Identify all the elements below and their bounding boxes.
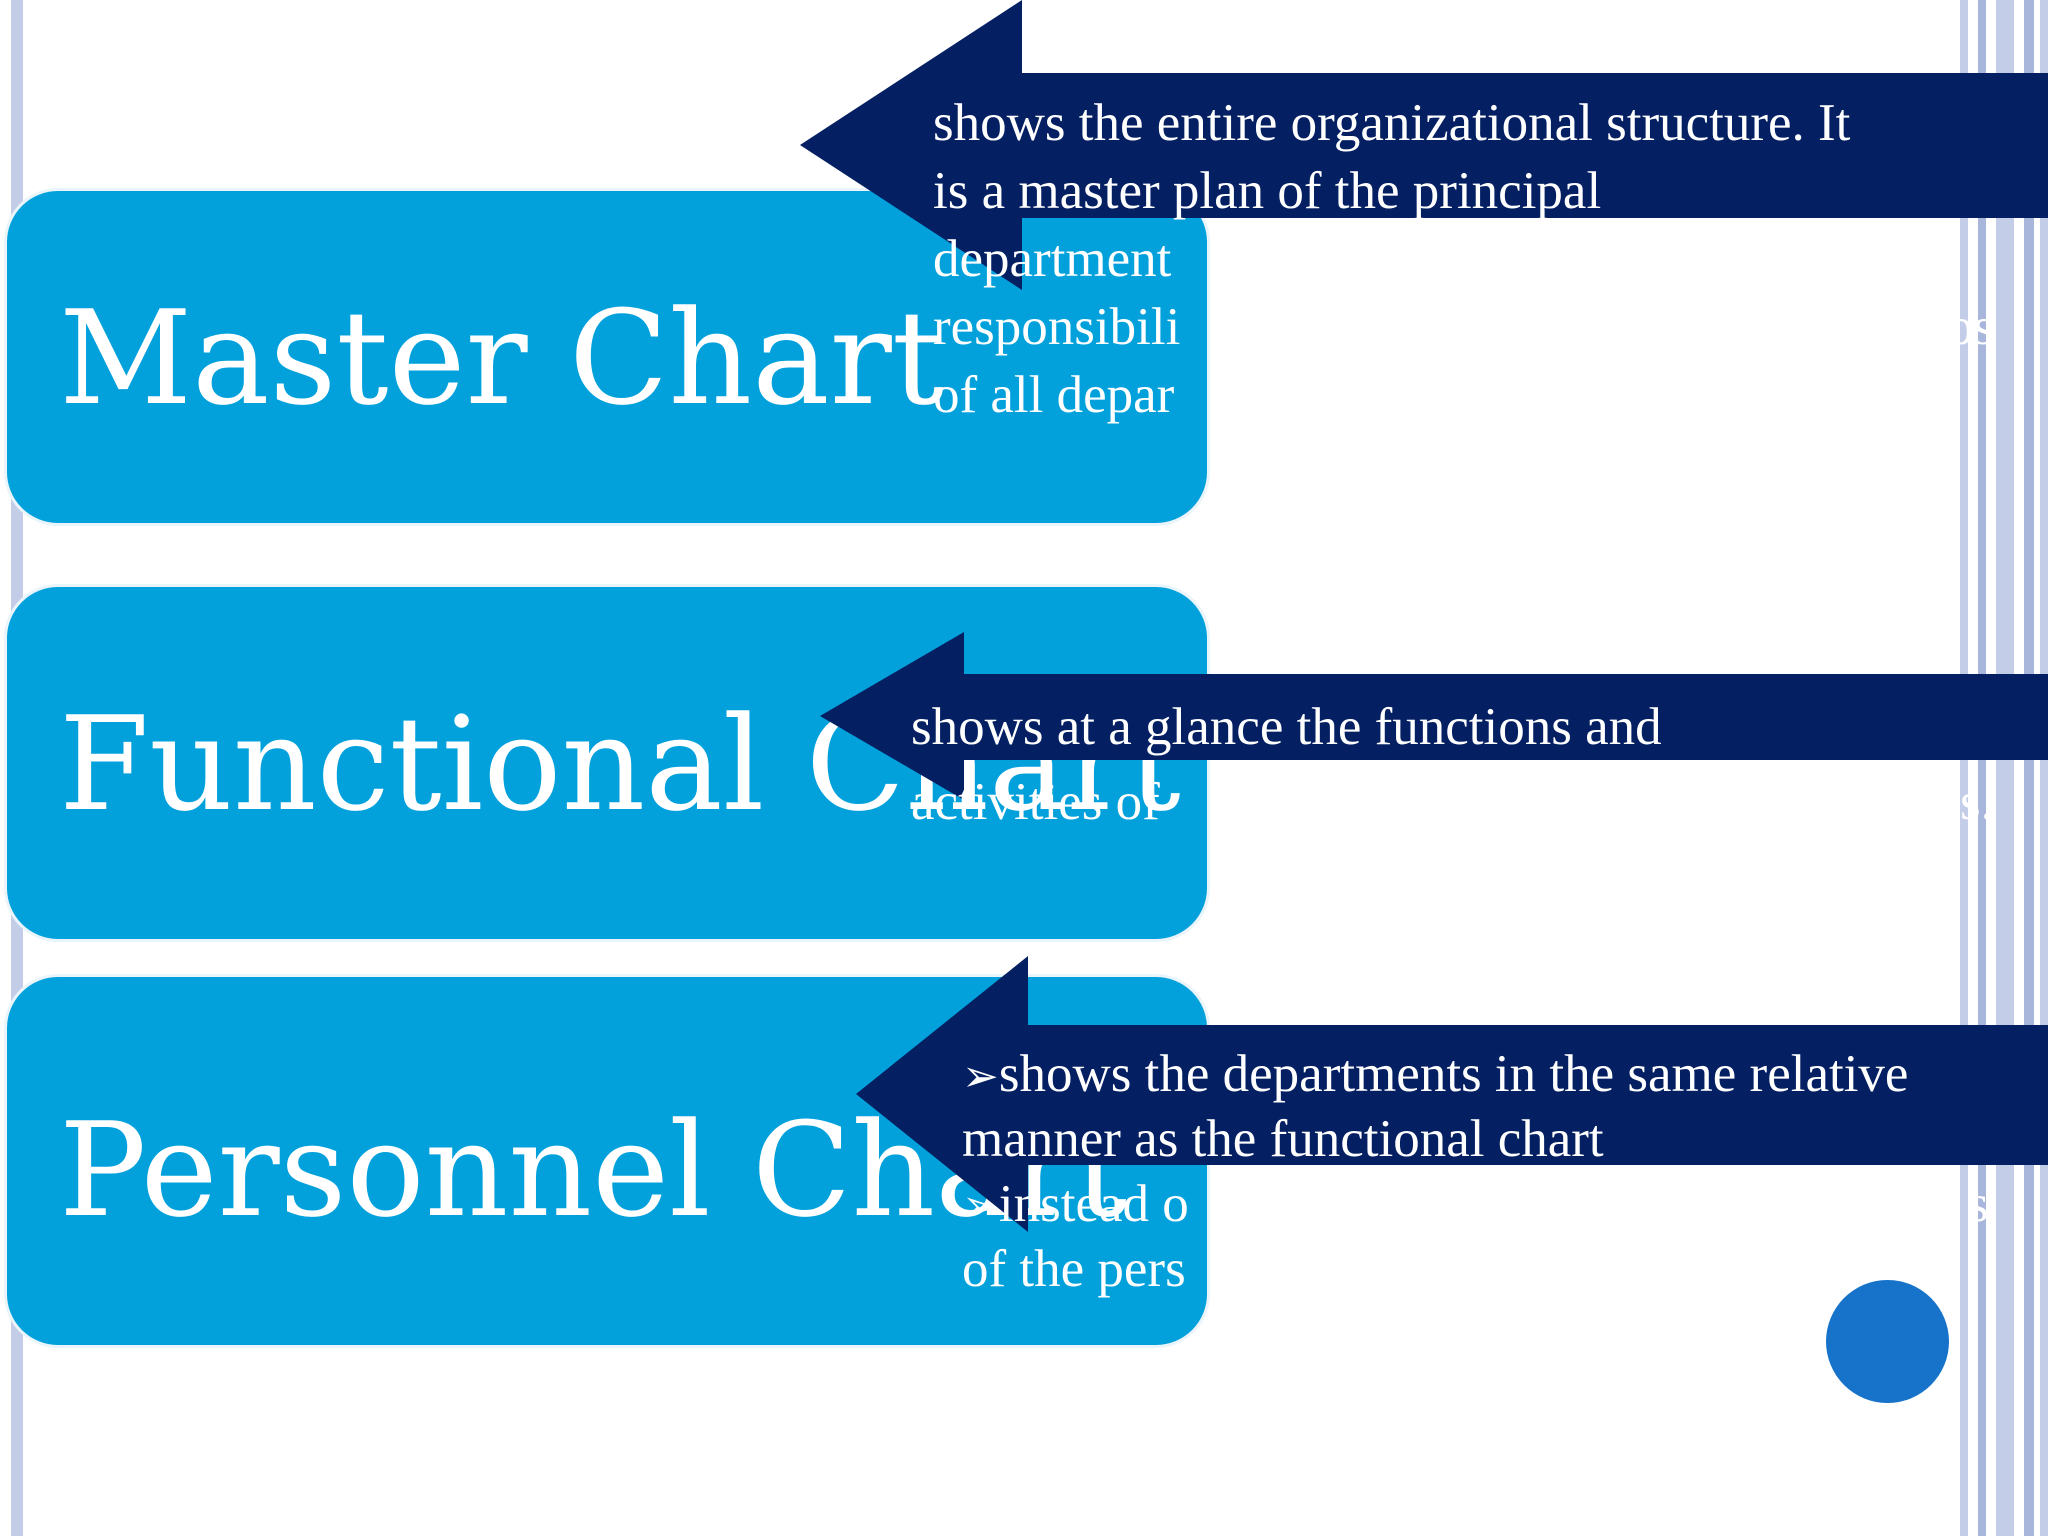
master-chart-desc-fragment: os [1947, 298, 1995, 356]
functional-chart-desc-fragment: s. [1960, 773, 1994, 831]
right-border-stripe-5 [2040, 0, 2048, 1536]
personnel-chart-desc-line-2: manner as the functional chart [962, 1110, 1604, 1168]
master-chart-desc-line-3: department [933, 230, 1172, 288]
functional-chart-box: Functional Chart [4, 584, 1210, 942]
functional-chart-desc-line-1: shows at a glance the functions and [911, 698, 1662, 756]
personnel-chart-bullet-1: ➢shows the departments in the same relat… [962, 1040, 1908, 1111]
master-chart-desc-line-1: shows the entire organizational structur… [933, 94, 1851, 152]
master-chart-desc-line-5: of all depar [933, 366, 1175, 424]
arrowhead-bullet-icon: ➢ [962, 1181, 999, 1232]
master-chart-desc-line-2: is a master plan of the principal [933, 162, 1602, 220]
personnel-chart-bullet-2-text: instead o [998, 1175, 1189, 1233]
right-border-stripe-4 [2024, 0, 2034, 1536]
personnel-chart-bullet-2: ➢instead o [962, 1170, 1189, 1241]
circle-icon [1826, 1280, 1949, 1403]
master-chart-title: Master Chart [59, 282, 945, 434]
right-border-stripe-3 [1996, 0, 2014, 1536]
functional-chart-desc-line-2: activities of [911, 773, 1160, 831]
master-chart-desc-line-4: responsibili [933, 298, 1181, 356]
personnel-chart-desc-fragment: s [1968, 1175, 1989, 1233]
personnel-chart-bullet-1-text: shows the departments in the same relati… [998, 1045, 1909, 1103]
personnel-chart-desc-line-4: of the pers [962, 1240, 1186, 1298]
arrowhead-bullet-icon: ➢ [962, 1051, 999, 1102]
